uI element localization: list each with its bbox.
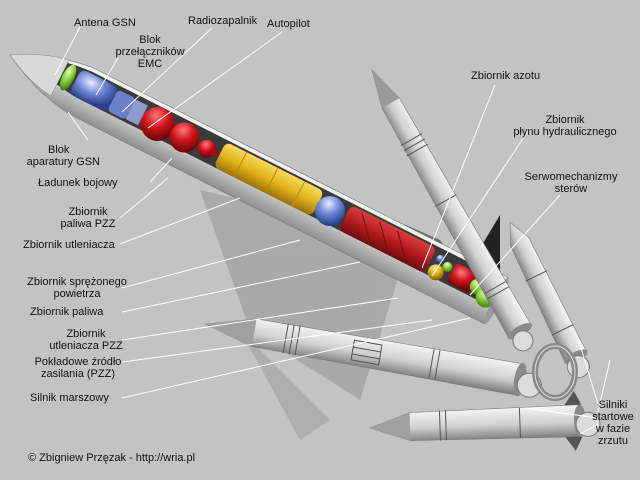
label-booster-line2: startowe — [592, 411, 634, 423]
gsn-antenna — [59, 64, 77, 91]
label-power-line1: Pokładowe źródło — [34, 356, 122, 368]
label-emc-line1: Blok — [139, 34, 161, 46]
label-gsn-antenna: Antena GSN — [74, 17, 136, 29]
booster-right — [509, 221, 590, 379]
label-onboard-power-source: Pokładowe źródło zasilania (PZZ) — [26, 356, 130, 380]
label-servo-line2: sterów — [554, 183, 588, 195]
label-hydraulic-tank: Zbiornik płynu hydraulicznego — [502, 114, 628, 138]
label-gsn-equipment-block: Blok aparatury GSN — [12, 144, 100, 168]
label-radio-fuse: Radiozapalnik — [188, 15, 258, 27]
copyright-credit: © Zbigniew Przęzak - http://wria.pl — [28, 452, 196, 464]
label-booster-line1: Silniki — [598, 399, 628, 411]
label-booster-engines: Silniki startowe w fazie zrzutu — [590, 399, 636, 447]
label-emc-line2: przełączników — [115, 46, 185, 58]
label-oxidizer-pzz-line1: Zbiornik — [66, 328, 106, 340]
label-compressed-air-tank: Zbiornik sprężonego powietrza — [18, 276, 136, 300]
label-oxidizer-pzz-line2: utleniacza PZZ — [49, 340, 123, 352]
label-fuel-tank: Zbiornik paliwa — [30, 306, 104, 318]
label-emc-switch-block: Blok przełączników EMC — [108, 34, 192, 70]
label-nitrogen-tank: Zbiornik azotu — [471, 70, 541, 82]
label-warhead: Ładunek bojowy — [38, 177, 118, 189]
label-autopilot: Autopilot — [267, 18, 310, 30]
label-gsn-line2: aparatury GSN — [26, 156, 100, 168]
label-air-line2: powietrza — [53, 288, 101, 300]
label-fuel-tank-pzz: Zbiornik paliwa PZZ — [38, 206, 138, 230]
gsn-equipment-block — [70, 70, 117, 111]
label-sustainer-engine: Silnik marszowy — [30, 392, 109, 404]
label-gsn-line1: Blok — [48, 144, 70, 156]
main-missile — [9, 54, 509, 325]
radio-fuse — [209, 148, 218, 157]
booster-middle — [203, 318, 542, 398]
label-air-line1: Zbiornik sprężonego — [27, 276, 127, 288]
label-hydraulic-line2: płynu hydraulicznego — [513, 126, 617, 138]
booster-bottom — [369, 390, 601, 451]
leader-lines — [54, 26, 611, 435]
label-fuel-pzz-line2: paliwa PZZ — [60, 218, 116, 230]
emc-switch-block — [125, 99, 148, 126]
label-booster-line4: zrzutu — [598, 435, 628, 447]
label-power-line2: zasilania (PZZ) — [41, 368, 115, 380]
label-oxidizer-tank-pzz: Zbiornik utleniacza PZZ — [36, 328, 136, 352]
label-hydraulic-line1: Zbiornik — [545, 114, 585, 126]
oxidizer-tank — [340, 206, 435, 272]
compressed-air-tank — [315, 196, 346, 227]
label-oxidizer-tank: Zbiornik utleniacza — [23, 239, 115, 251]
oxidizer-tank-pzz — [427, 264, 444, 281]
label-booster-line3: w fazie — [595, 423, 631, 435]
label-servomechanisms: Serwomechanizmy sterów — [512, 171, 630, 195]
booster-ring — [532, 343, 578, 401]
label-fuel-pzz-line1: Zbiornik — [68, 206, 108, 218]
label-emc-line3: EMC — [137, 58, 163, 70]
label-servo-line1: Serwomechanizmy — [524, 171, 618, 183]
